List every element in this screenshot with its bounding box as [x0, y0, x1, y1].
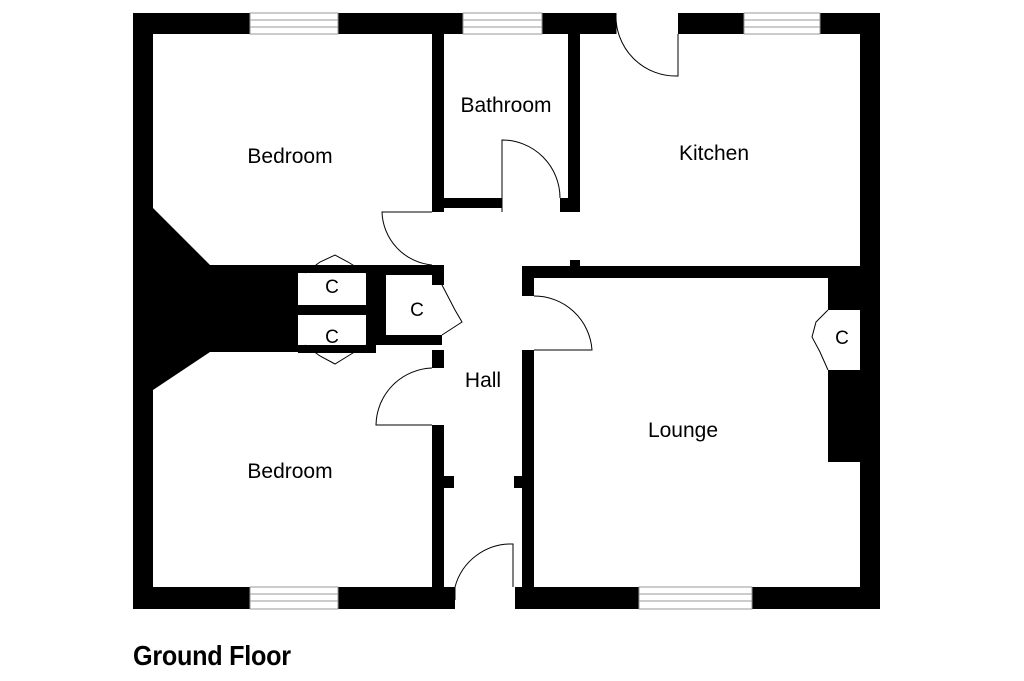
cupboard-label-1: C: [325, 277, 339, 298]
cupboard-label-3: C: [410, 300, 424, 321]
chimney-breast-right-top: [828, 278, 860, 310]
window-bathroom: [462, 12, 543, 35]
room-label-bathroom: Bathroom: [460, 94, 551, 117]
window-kitchen: [743, 12, 821, 35]
cupboard-label-4: C: [835, 328, 849, 349]
window-bedroom-top: [249, 12, 339, 35]
room-label-hall: Hall: [465, 369, 501, 392]
window-lounge: [638, 586, 753, 610]
chimney-breast-right-bottom: [828, 370, 860, 462]
interior-walls: [298, 34, 860, 587]
windows: [249, 12, 821, 610]
outer-walls: [133, 13, 880, 609]
room-label-bedroom-top: Bedroom: [247, 145, 332, 168]
cupboard-label-2: C: [325, 327, 339, 348]
room-label-bedroom-bottom: Bedroom: [247, 460, 332, 483]
floor-title: Ground Floor: [133, 640, 291, 671]
doors: [304, 12, 829, 600]
room-label-kitchen: Kitchen: [679, 142, 749, 165]
chimney-breast-left: [153, 208, 298, 390]
window-bedroom-bottom: [249, 586, 339, 610]
room-label-lounge: Lounge: [648, 419, 718, 442]
